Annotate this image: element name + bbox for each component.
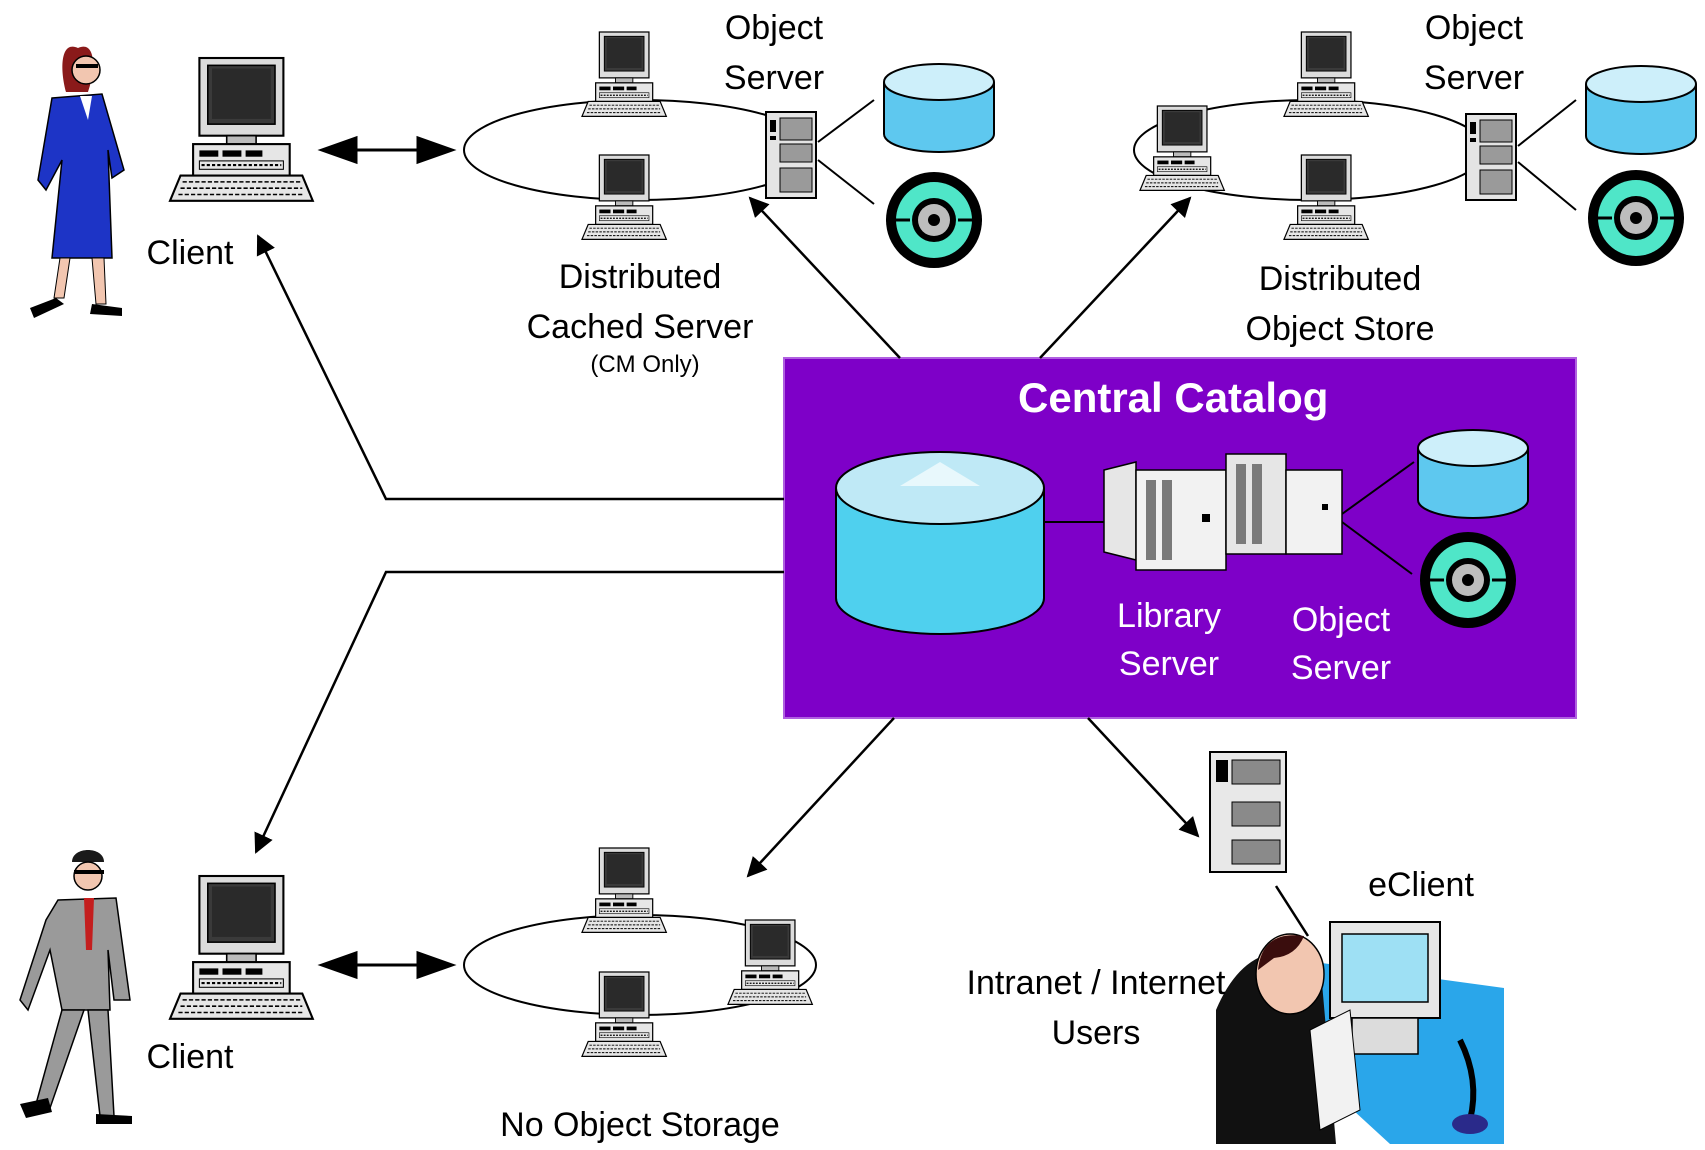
- eclient-label: eClient: [1368, 866, 1474, 904]
- line-to-cached-server: [748, 196, 901, 359]
- line-to-eclient-server: [1087, 717, 1200, 838]
- label-line: Object: [1424, 9, 1524, 47]
- object-server-label-right: Object Server: [1404, 3, 1544, 103]
- storage-links-right: [1517, 99, 1577, 211]
- intranet-users-label: Intranet / Internet Users: [946, 958, 1246, 1058]
- label-line: Object Store: [1245, 310, 1435, 348]
- optical-disc-icon: [1586, 168, 1686, 268]
- label-line: Server: [723, 59, 825, 97]
- label-line: Cached Server: [526, 308, 754, 346]
- computer-icon: [1139, 105, 1225, 191]
- optical-disc-icon: [1418, 530, 1518, 630]
- client-label-bottom: Client: [146, 1038, 234, 1076]
- label-line: Library: [1117, 597, 1221, 635]
- server-tower-icon: [1209, 751, 1287, 873]
- woman-user-icon: [30, 46, 125, 318]
- line-to-client-top: [256, 234, 784, 501]
- computer-icon: [581, 847, 667, 933]
- no-object-storage-label: No Object Storage: [500, 1106, 780, 1144]
- label-line: Object: [724, 9, 824, 47]
- computer-icon: [1283, 31, 1369, 117]
- catalog-storage-links: [1341, 461, 1415, 575]
- label-line: Users: [1051, 1014, 1141, 1052]
- computer-icon: [1283, 154, 1369, 240]
- library-server-label: Library Server: [1094, 592, 1244, 688]
- label-line: Server: [1118, 645, 1220, 683]
- client-label-top: Client: [146, 234, 234, 272]
- central-catalog-title: Central Catalog: [1018, 374, 1329, 421]
- disk-icon: [1417, 429, 1529, 519]
- label-line: Distributed: [1258, 260, 1422, 298]
- optical-disc-icon: [884, 170, 984, 270]
- server-tower-icon: [1465, 113, 1517, 201]
- catalog-object-server-label: Object Server: [1266, 596, 1416, 692]
- label-line: Distributed: [558, 258, 722, 296]
- connector-lines: [254, 196, 1310, 937]
- distributed-object-store-label: Distributed Object Store: [1200, 254, 1480, 354]
- storage-links-left: [817, 99, 875, 205]
- double-arrow-top: [317, 135, 457, 165]
- line-eclient-server-to-user: [1274, 885, 1310, 937]
- line-to-client-bottom: [254, 570, 784, 854]
- disk-icon: [1585, 65, 1697, 155]
- server-tower-icon: [765, 111, 817, 199]
- disk-icon: [883, 63, 995, 153]
- mainframe-icon: [1103, 453, 1343, 571]
- label-line: Intranet / Internet: [966, 964, 1226, 1002]
- line-to-object-store: [1039, 196, 1192, 359]
- man-user-icon: [19, 850, 132, 1124]
- double-arrow-bottom: [317, 950, 457, 980]
- computer-icon: [727, 919, 813, 1005]
- computer-icon: [581, 31, 667, 117]
- label-line: Server: [1423, 59, 1525, 97]
- catalog-disk-icon: [835, 451, 1045, 635]
- user-at-desk-icon: [1216, 921, 1504, 1144]
- label-line: Object: [1291, 601, 1391, 639]
- label-line: Server: [1290, 649, 1392, 687]
- cm-only-label: (CM Only): [590, 351, 700, 378]
- computer-icon: [168, 874, 314, 1020]
- computer-icon: [581, 154, 667, 240]
- line-to-no-object-storage: [746, 717, 895, 878]
- object-server-label-left: Object Server: [704, 3, 844, 103]
- distributed-cached-server-label: Distributed Cached Server: [500, 252, 780, 352]
- computer-icon: [168, 56, 314, 202]
